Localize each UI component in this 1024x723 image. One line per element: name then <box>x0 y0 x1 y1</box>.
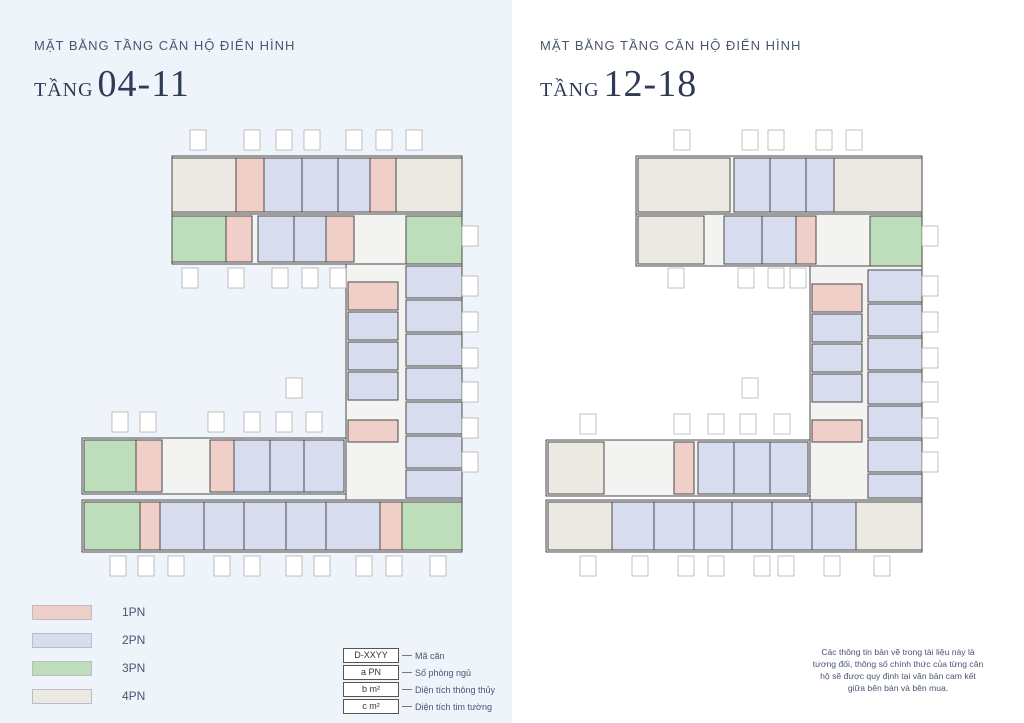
key-box-bedrooms: a PN <box>343 665 399 680</box>
key-label-code: Mã căn <box>415 650 445 661</box>
key-row-bedrooms: a PN Số phòng ngủ <box>343 664 495 681</box>
key-row-code: D-XXYY Mã căn <box>343 647 495 664</box>
legend-item-2pn: 2PN <box>32 628 145 652</box>
legend-label-1pn: 1PN <box>122 605 146 619</box>
key-box-code: D-XXYY <box>343 648 399 663</box>
left-floor-prefix: TẦNG <box>34 79 94 101</box>
floor-plan-12-18 <box>545 129 939 577</box>
legend-item-3pn: 3PN <box>32 656 145 680</box>
right-floor-range: 12-18 <box>603 63 698 105</box>
legend-swatch-4pn <box>32 688 92 704</box>
legend-item-4pn: 4PN <box>32 684 145 708</box>
disclaimer-note: Các thông tin bản vẽ trong tài liệu này … <box>812 647 984 693</box>
legend-swatch-1pn <box>32 604 92 620</box>
key-row-gross-area: c m² Diện tích tim tường <box>343 698 495 715</box>
legend-label-3pn: 3PN <box>122 661 146 675</box>
key-box-gross-area: c m² <box>343 699 399 714</box>
key-label-bedrooms: Số phòng ngủ <box>415 667 472 678</box>
key-label-net-area: Diện tích thông thủy <box>415 684 496 695</box>
key-box-net-area: b m² <box>343 682 399 697</box>
right-floor-prefix: TẦNG <box>540 79 600 101</box>
legend-label-4pn: 4PN <box>122 689 146 703</box>
legend-label-2pn: 2PN <box>122 633 146 647</box>
left-floor-title: TẦNG 04-11 <box>34 62 190 106</box>
unit-tag-key: D-XXYY Mã căn a PN Số phòng ngủ b m² Diệ… <box>343 647 495 715</box>
left-panel: MẶT BẰNG TẦNG CĂN HỘ ĐIỂN HÌNH TẦNG 04-1… <box>0 0 512 723</box>
legend-swatch-3pn <box>32 660 92 676</box>
floor-plan-04-11 <box>81 129 479 577</box>
right-floor-title: TẦNG 12-18 <box>540 62 697 106</box>
legend-item-1pn: 1PN <box>32 600 145 624</box>
legend-swatch-2pn <box>32 632 92 648</box>
key-label-gross-area: Diện tích tim tường <box>415 701 492 712</box>
right-heading: MẶT BẰNG TẦNG CĂN HỘ ĐIỂN HÌNH <box>540 38 802 53</box>
key-row-net-area: b m² Diện tích thông thủy <box>343 681 495 698</box>
legend: 1PN 2PN 3PN 4PN <box>32 600 145 712</box>
left-heading: MẶT BẰNG TẦNG CĂN HỘ ĐIỂN HÌNH <box>34 38 296 53</box>
left-floor-range: 04-11 <box>97 63 190 105</box>
right-panel: MẶT BẰNG TẦNG CĂN HỘ ĐIỂN HÌNH TẦNG 12-1… <box>512 0 1024 723</box>
